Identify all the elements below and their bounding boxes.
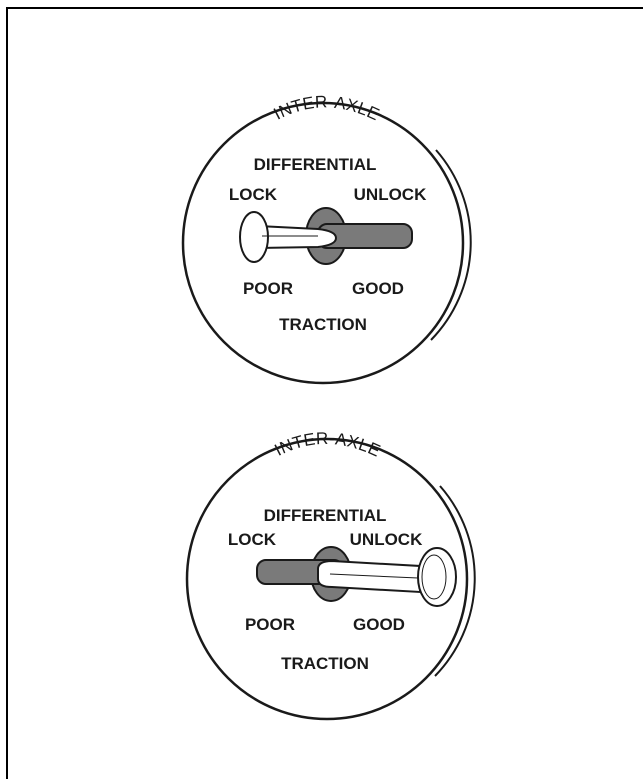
differential-label: DIFFERENTIAL: [254, 155, 377, 174]
unlock-label: UNLOCK: [354, 185, 427, 204]
poor-label: POOR: [245, 615, 295, 634]
lock-label: LOCK: [229, 185, 278, 204]
good-label: GOOD: [353, 615, 405, 634]
dial-locked: INTER-AXLE DIFFERENTIAL LOCK UNLOCK POOR…: [181, 92, 472, 385]
traction-label: TRACTION: [281, 654, 369, 673]
unlock-label: UNLOCK: [350, 530, 423, 549]
good-label: GOOD: [352, 279, 404, 298]
poor-label: POOR: [243, 279, 293, 298]
figure-frame: [6, 7, 643, 779]
lock-label: LOCK: [228, 530, 277, 549]
dial-edge-highlight: [434, 485, 476, 677]
differential-label: DIFFERENTIAL: [264, 506, 387, 525]
lever-selector: [239, 211, 338, 263]
dial-edge-highlight: [430, 149, 472, 341]
traction-label: TRACTION: [279, 315, 367, 334]
lever-selector: [317, 547, 457, 607]
dial-unlocked: INTER-AXLE DIFFERENTIAL LOCK UNLOCK POOR…: [185, 429, 476, 721]
